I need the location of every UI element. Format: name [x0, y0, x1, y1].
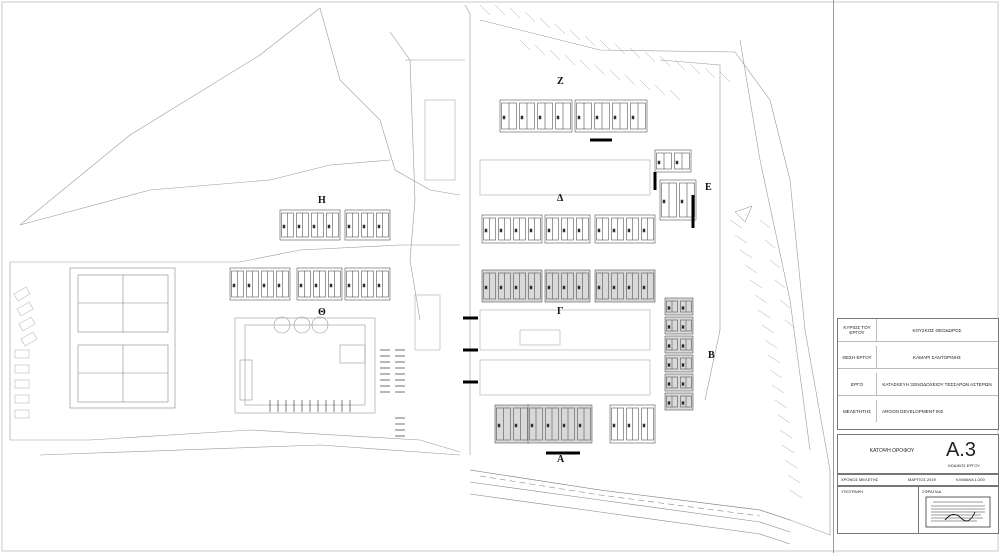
parking-top-right: [479, 4, 731, 101]
drawing-id-box: ΚΑΤΟΨΗ ΟΡΟΦΟΥ Α.3 ΚΩΔΙΚΟΣ ΕΡΓΟΥ: [837, 434, 999, 474]
building-unit-block: [229, 267, 291, 301]
building-unit-block: [664, 392, 694, 411]
building-unit-block: [481, 214, 543, 244]
location-row: ΘΕΣΗ ΕΡΓΟΥ ΚΑΜΑΡΙ ΣΑΝΤΟΡΙΝΗΣ: [838, 346, 998, 369]
designer-label: ΜΕΛΕΤΗΤΗΣ: [838, 400, 877, 422]
building-unit-block: [544, 214, 591, 244]
zone-label-h: H: [318, 195, 326, 206]
parking-left: [13, 286, 38, 419]
zone-label-z: Z: [557, 76, 564, 87]
date-value: ΜΑΡΤΙΟΣ 2019: [908, 477, 936, 482]
building-unit-block: [494, 404, 530, 444]
zone-label-th: Θ: [318, 307, 326, 318]
date-label: ΧΡΟΝΟΣ ΜΕΛΕΤΗΣ: [841, 477, 879, 482]
building-unit-block: [344, 267, 391, 301]
zone-label-a: A: [557, 454, 565, 465]
engineer-stamp: [925, 496, 991, 528]
building-unit-block: [664, 316, 694, 335]
site-boundary: [9, 4, 831, 536]
building-unit-block: [609, 404, 656, 444]
building-unit-block: [664, 373, 694, 392]
building-unit-block: [664, 354, 694, 373]
project-value: ΚΑΤΑΣΚΕΥΗ ΞΕΝΟΔΟΧΕΙΟΥ ΤΕΣΣΑΡΩΝ ΑΣΤΕΡΩΝ: [882, 381, 992, 387]
building-unit-block: [594, 214, 656, 244]
scale-value: ΚΛΙΜΑΚΑ 1:200: [956, 477, 985, 482]
building-blocks: [229, 99, 697, 444]
location-label: ΘΕΣΗ ΕΡΓΟΥ: [838, 346, 877, 368]
zone-label-e: E: [705, 182, 712, 193]
parking-right: [729, 205, 803, 499]
project-label: ΕΡΓΟ: [838, 373, 877, 395]
zone-label-d: Δ: [557, 193, 564, 204]
signature-label: ΥΠΟΓΡΑΦΗ: [841, 489, 863, 494]
zone-label-b: B: [708, 350, 715, 361]
owner-row: ΚΥΡΙΟΣ ΤΟΥ ΕΡΓΟΥ ΚΟΥΣΚΟΣ ΘΕΟΔΩΡΟΣ: [838, 319, 998, 342]
building-unit-block: [481, 269, 543, 303]
drawing-code: Α.3: [945, 439, 976, 461]
building-unit-block: [499, 99, 573, 133]
project-info-table: ΚΥΡΙΟΣ ΤΟΥ ΕΡΓΟΥ ΚΟΥΣΚΟΣ ΘΕΟΔΩΡΟΣ ΘΕΣΗ Ε…: [837, 318, 999, 430]
building-unit-block: [344, 209, 391, 241]
building-unit-block: [527, 404, 593, 444]
drawing-code-label: ΚΩΔΙΚΟΣ ΕΡΓΟΥ: [948, 463, 980, 468]
title-block: ΚΥΡΙΟΣ ΤΟΥ ΕΡΓΟΥ ΚΟΥΣΚΟΣ ΘΕΟΔΩΡΟΣ ΘΕΣΗ Ε…: [833, 0, 999, 553]
building-unit-block: [594, 269, 656, 303]
stamp-label: ΣΦΡΑΓΙΔΑ: [922, 489, 942, 494]
building-unit-block: [279, 209, 341, 241]
tennis-courts: [69, 267, 176, 409]
building-unit-block: [664, 335, 694, 354]
drawing-title: ΚΑΤΟΨΗ ΟΡΟΦΟΥ: [869, 448, 915, 454]
garden-strips: [414, 99, 651, 396]
owner-label: ΚΥΡΙΟΣ ΤΟΥ ΕΡΓΟΥ: [838, 319, 877, 341]
building-unit-block: [664, 297, 694, 316]
location-value: ΚΑΜΑΡΙ ΣΑΝΤΟΡΙΝΗΣ: [913, 354, 961, 360]
designer-value: ARGON DEVELOPMENT IKE: [882, 408, 944, 414]
pool-terrace: [234, 316, 376, 414]
designer-row: ΜΕΛΕΤΗΤΗΣ ARGON DEVELOPMENT IKE: [838, 400, 998, 422]
building-unit-block: [574, 99, 648, 133]
building-unit-block: [654, 149, 692, 173]
loungers: [269, 349, 405, 437]
stamp-box: ΣΦΡΑΓΙΔΑ: [918, 486, 999, 534]
building-unit-block: [296, 267, 343, 301]
date-scale-row: ΧΡΟΝΟΣ ΜΕΛΕΤΗΣ ΜΑΡΤΙΟΣ 2019 ΚΛΙΜΑΚΑ 1:20…: [837, 474, 999, 486]
owner-value: ΚΟΥΣΚΟΣ ΘΕΟΔΩΡΟΣ: [912, 327, 962, 333]
road: [469, 469, 791, 545]
section-markers: [463, 138, 695, 455]
signature-box: ΥΠΟΓΡΑΦΗ: [837, 486, 919, 534]
zone-label-g: Γ: [557, 306, 563, 317]
building-unit-block: [659, 179, 697, 221]
project-row: ΕΡΓΟ ΚΑΤΑΣΚΕΥΗ ΞΕΝΟΔΟΧΕΙΟΥ ΤΕΣΣΑΡΩΝ ΑΣΤΕ…: [838, 373, 998, 396]
building-unit-block: [544, 269, 591, 303]
